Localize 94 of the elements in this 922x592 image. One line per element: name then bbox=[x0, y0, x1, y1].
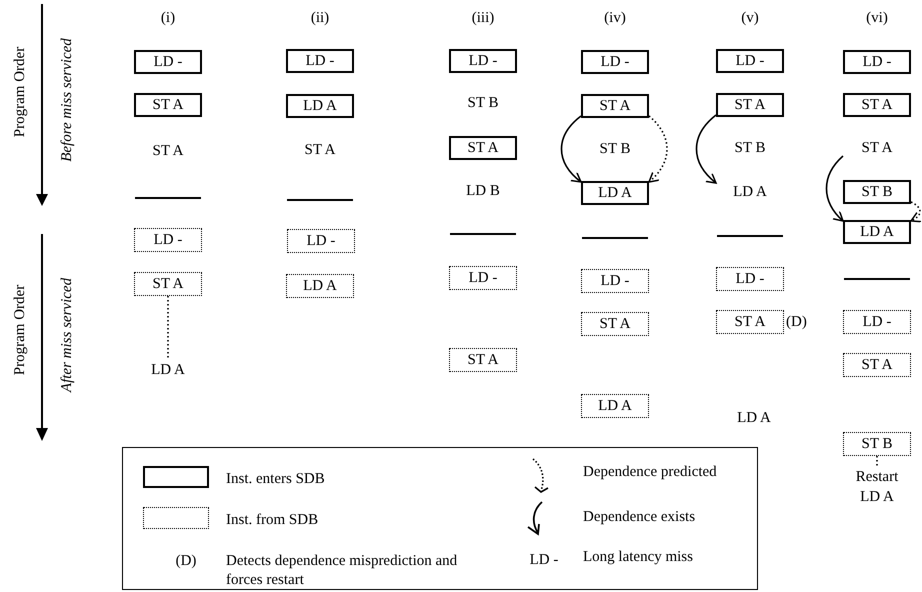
legend-text: Dependence predicted bbox=[583, 463, 718, 482]
dotted-instruction-box bbox=[843, 310, 911, 334]
instruction-text: LD A bbox=[598, 184, 632, 202]
instruction-text: ST A bbox=[152, 96, 184, 114]
instruction-text: LD A bbox=[134, 360, 202, 380]
axis-label: Program Order bbox=[11, 284, 29, 376]
legend-sample-text: (D) bbox=[176, 552, 196, 570]
instruction-text: ST B bbox=[581, 139, 649, 159]
instruction-text: LD - bbox=[306, 52, 334, 70]
instruction-box bbox=[134, 50, 202, 74]
instruction-box bbox=[843, 93, 911, 117]
instruction-text: ST B bbox=[716, 138, 784, 158]
instruction-text: LD A bbox=[303, 97, 337, 115]
dotted-connector bbox=[167, 296, 169, 360]
instruction-box bbox=[449, 136, 517, 160]
instruction-box bbox=[843, 180, 911, 204]
instruction-box bbox=[581, 181, 649, 205]
instruction-text: ST A bbox=[468, 139, 498, 157]
instruction-text: ST A bbox=[862, 96, 892, 114]
instruction-text: LD - bbox=[154, 53, 182, 71]
dotted-instruction-box bbox=[716, 267, 784, 291]
instruction-text: LD A bbox=[303, 277, 337, 295]
instruction-text: ST A bbox=[286, 140, 354, 160]
instruction-box bbox=[716, 93, 784, 117]
instruction-text: ST A bbox=[468, 351, 498, 369]
phase-label: After miss serviced bbox=[58, 278, 76, 392]
instruction-text: LD A bbox=[598, 397, 632, 415]
dotted-connector bbox=[876, 456, 878, 467]
instruction-box bbox=[581, 94, 649, 118]
instruction-box bbox=[134, 93, 202, 117]
dependence-arrow bbox=[826, 155, 844, 222]
dependence-arrow bbox=[560, 115, 582, 183]
instruction-text: ST A bbox=[734, 96, 766, 114]
legend-text: Detects dependence misprediction and forces restart bbox=[226, 552, 458, 590]
instruction-box bbox=[716, 49, 784, 73]
instruction-box bbox=[843, 50, 911, 74]
legend-text: Dependence exists bbox=[583, 508, 696, 527]
instruction-box bbox=[449, 49, 517, 73]
phase-label: Before miss serviced bbox=[58, 38, 76, 162]
instruction-text: ST A bbox=[843, 138, 911, 158]
column-heading: (v) bbox=[741, 9, 759, 27]
instruction-text: ST B bbox=[862, 435, 892, 453]
instruction-box bbox=[286, 49, 354, 73]
dotted-instruction-box bbox=[449, 348, 517, 372]
instruction-text: LD - bbox=[468, 52, 498, 70]
instruction-text: ST B bbox=[449, 93, 517, 113]
instruction-text: LD A bbox=[720, 408, 788, 428]
dotted-instruction-box bbox=[843, 353, 911, 377]
instruction-text: ST A bbox=[734, 313, 766, 331]
dotted-instruction-box bbox=[581, 394, 649, 418]
instruction-text: LD - bbox=[736, 52, 764, 70]
instruction-text: LD A bbox=[860, 223, 894, 241]
instruction-text: Restart LD A bbox=[849, 467, 905, 507]
instruction-text: LD A bbox=[716, 182, 784, 202]
column-heading: (ii) bbox=[310, 9, 330, 27]
axis-label: Program Order bbox=[11, 46, 29, 138]
instruction-text: ST A bbox=[862, 356, 892, 374]
detect-marker: (D) bbox=[786, 313, 807, 332]
instruction-text: ST A bbox=[600, 97, 630, 115]
dotted-instruction-box bbox=[134, 272, 202, 296]
instruction-text: LD - bbox=[600, 53, 630, 71]
legend-text: Inst. from SDB bbox=[226, 511, 320, 530]
instruction-text: LD - bbox=[600, 272, 630, 290]
instruction-text: ST A bbox=[152, 275, 184, 293]
instruction-text: LD - bbox=[306, 232, 336, 250]
dependence-arrow bbox=[648, 115, 668, 183]
instruction-box bbox=[286, 94, 354, 118]
dotted-instruction-box bbox=[287, 229, 355, 253]
instruction-text: LD - bbox=[862, 313, 892, 331]
column-heading: (i) bbox=[160, 9, 176, 27]
instruction-text: ST A bbox=[134, 141, 202, 161]
legend-text: Inst. enters SDB bbox=[226, 470, 326, 489]
instruction-text: ST B bbox=[862, 183, 892, 201]
dotted-instruction-box bbox=[581, 269, 649, 293]
legend-sample-text: LD - bbox=[530, 551, 558, 569]
instruction-text: LD B bbox=[449, 181, 517, 201]
column-heading: (vi) bbox=[866, 9, 888, 27]
column-heading: (iv) bbox=[604, 9, 626, 27]
instruction-box bbox=[581, 50, 649, 74]
dependence-arrow bbox=[696, 114, 717, 184]
instruction-box bbox=[843, 220, 911, 244]
instruction-text: LD - bbox=[862, 53, 892, 71]
dotted-instruction-box bbox=[716, 310, 784, 334]
dotted-instruction-box bbox=[581, 312, 649, 336]
instruction-text: LD - bbox=[154, 231, 182, 249]
dotted-instruction-box bbox=[449, 266, 517, 290]
instruction-text: LD - bbox=[468, 269, 498, 287]
dotted-instruction-box bbox=[843, 432, 911, 456]
dotted-instruction-box bbox=[134, 228, 202, 252]
legend-text: Long latency miss bbox=[583, 548, 694, 567]
dotted-instruction-box bbox=[286, 274, 354, 298]
instruction-text: LD - bbox=[736, 270, 764, 288]
column-heading: (iii) bbox=[472, 9, 494, 27]
instruction-text: ST A bbox=[600, 315, 630, 333]
